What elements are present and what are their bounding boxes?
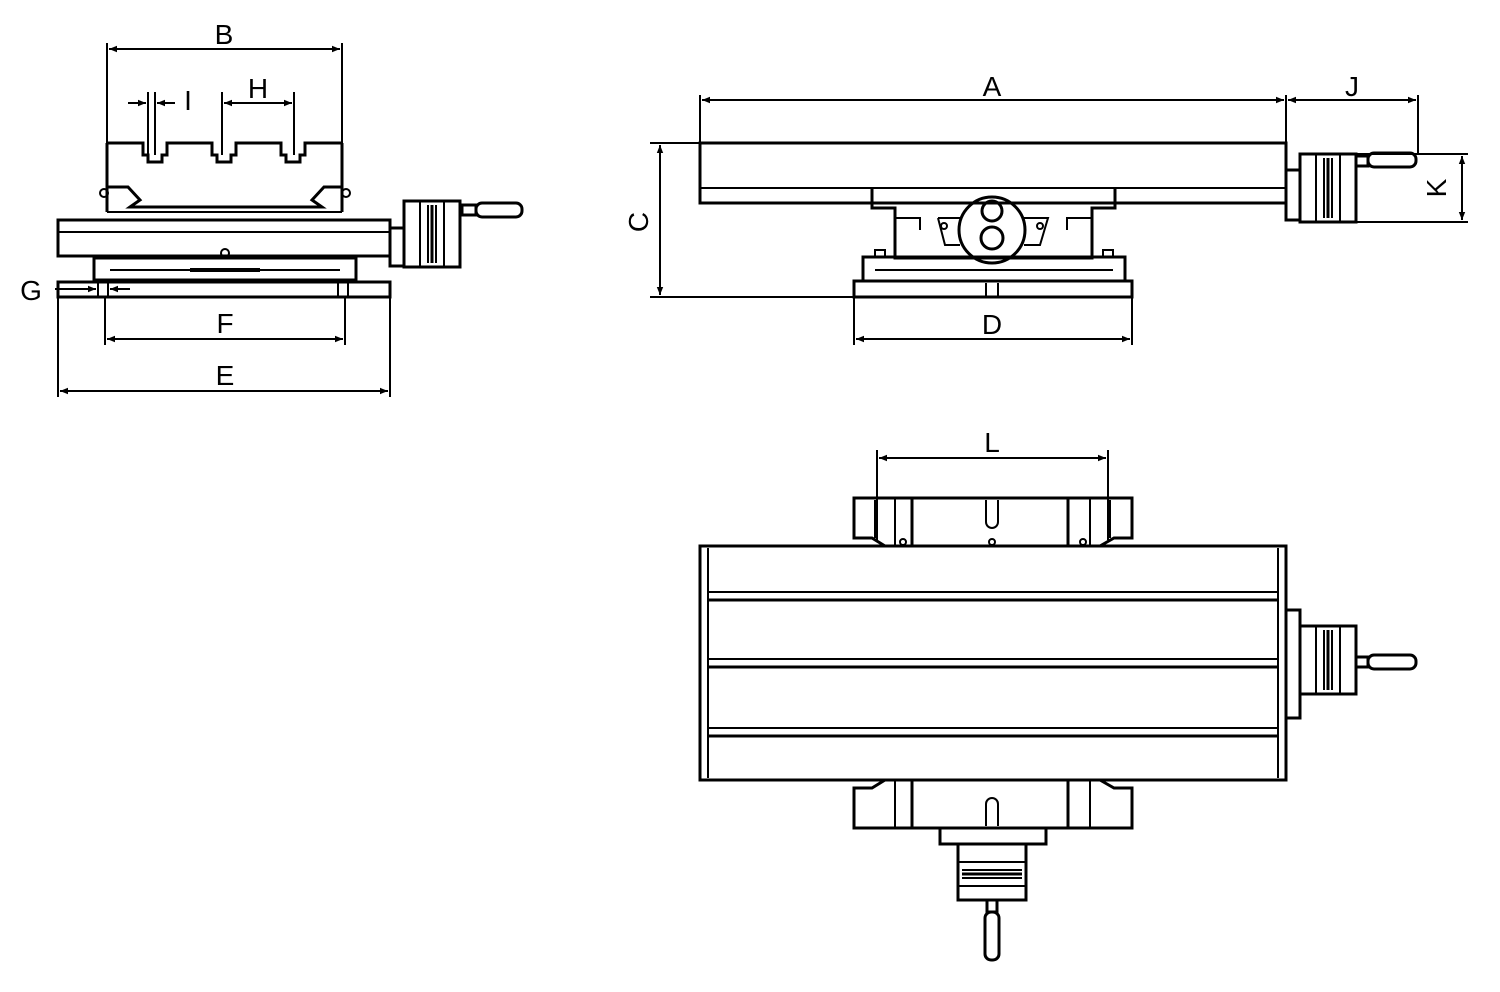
top-view bbox=[698, 496, 1418, 962]
side-view-dimensions bbox=[650, 95, 1468, 345]
label-K: K bbox=[1421, 178, 1452, 197]
side-view bbox=[698, 141, 1418, 299]
label-F: F bbox=[216, 308, 233, 339]
top-view-dimensions bbox=[876, 450, 1109, 540]
front-view bbox=[56, 141, 524, 299]
label-D: D bbox=[982, 309, 1002, 340]
front-view-dimensions bbox=[55, 43, 391, 397]
label-B: B bbox=[215, 19, 234, 50]
label-L: L bbox=[984, 427, 1000, 458]
label-I: I bbox=[184, 85, 192, 116]
label-H: H bbox=[248, 73, 268, 104]
label-C: C bbox=[623, 212, 654, 232]
label-G: G bbox=[20, 275, 42, 306]
label-J: J bbox=[1345, 71, 1359, 102]
label-E: E bbox=[216, 360, 235, 391]
label-A: A bbox=[983, 71, 1002, 102]
